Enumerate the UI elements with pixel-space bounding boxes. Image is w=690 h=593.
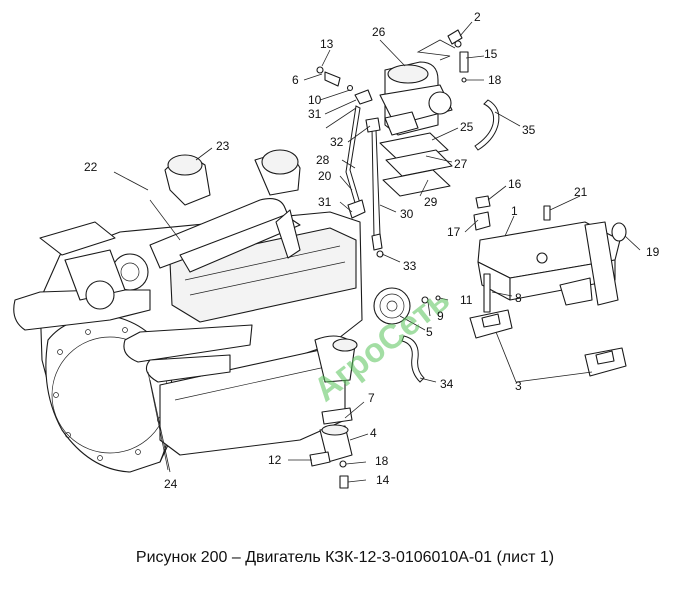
callout-34: 34	[440, 377, 454, 391]
figure-caption: Рисунок 200 – Двигатель КЗК-12-3-0106010…	[135, 549, 555, 566]
small-fittings	[316, 29, 500, 258]
callout-23: 23	[216, 139, 230, 153]
callout-3: 3	[515, 379, 522, 393]
callout-20: 20	[318, 169, 332, 183]
elbow-assembly	[309, 335, 425, 489]
callout-17: 17	[447, 225, 461, 239]
callout-12: 12	[268, 453, 282, 467]
callout-9: 9	[437, 309, 444, 323]
callout-19: 19	[646, 245, 660, 259]
callout-13: 13	[320, 37, 334, 51]
callout-25: 25	[460, 120, 474, 134]
callout-33: 33	[403, 259, 417, 273]
callout-24: 24	[164, 477, 178, 491]
callout-27: 27	[454, 157, 468, 171]
callout-16: 16	[508, 177, 522, 191]
callout-21: 21	[574, 185, 588, 199]
callout-5: 5	[426, 325, 433, 339]
callout-32: 32	[330, 135, 344, 149]
callout-10: 10	[308, 93, 322, 107]
callout-6: 6	[292, 73, 299, 87]
callout-8: 8	[515, 291, 522, 305]
callout-1: 1	[511, 204, 518, 218]
callout-30: 30	[400, 207, 414, 221]
callout-31-upper: 31	[308, 107, 322, 121]
callout-4: 4	[370, 426, 377, 440]
callout-labels: 1 2 3 4 5 6 7 8 9 10 11 12 13 14 15 16 1…	[84, 10, 660, 491]
callout-31-lower: 31	[318, 195, 332, 209]
callout-2: 2	[474, 10, 481, 24]
air-filter-assembly	[379, 61, 453, 197]
callout-22: 22	[84, 160, 98, 174]
engine-assembly	[13, 149, 363, 473]
callout-29: 29	[424, 195, 438, 209]
engine-frame-assembly	[373, 195, 627, 377]
callout-26: 26	[372, 25, 386, 39]
leader-lines	[113, 21, 641, 483]
callout-18-top: 18	[488, 73, 502, 87]
callout-11: 11	[460, 293, 473, 307]
callout-18-bottom: 18	[375, 454, 389, 468]
callout-7: 7	[368, 391, 375, 405]
callout-15: 15	[484, 47, 498, 61]
callout-35: 35	[522, 123, 536, 137]
callout-28: 28	[316, 153, 330, 167]
callout-14: 14	[376, 473, 390, 487]
